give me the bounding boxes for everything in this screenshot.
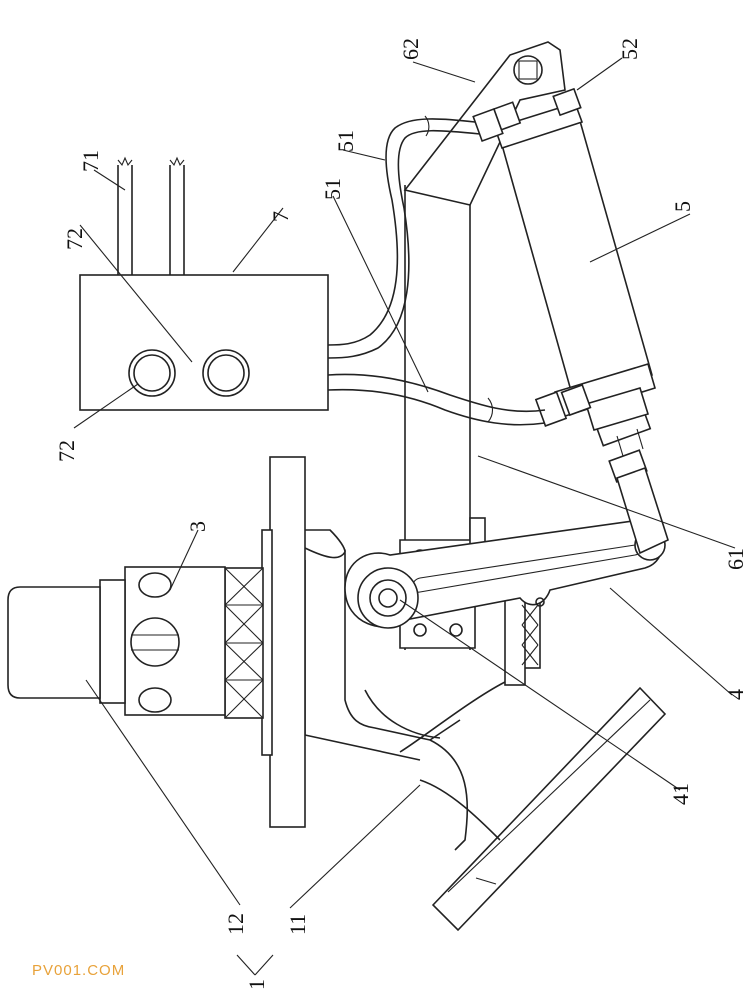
label-72-upper: 72 [62, 228, 87, 250]
label-62: 62 [398, 38, 423, 60]
label-52: 52 [617, 38, 642, 60]
air-hoses [327, 115, 546, 426]
label-41: 41 [668, 783, 693, 805]
label-3: 3 [185, 521, 210, 532]
label-1: 1 [244, 979, 269, 990]
air-cylinder [472, 87, 656, 431]
valve-body [261, 456, 506, 851]
valve-cap [7, 586, 101, 699]
leader-lines [73, 57, 736, 976]
label-51-lower: 51 [320, 178, 345, 200]
label-5: 5 [670, 201, 695, 212]
part-labels: 1 3 4 5 7 11 12 41 51 51 52 61 62 71 72 … [54, 38, 747, 990]
label-71: 71 [78, 150, 103, 172]
label-11: 11 [285, 914, 310, 935]
label-61: 61 [723, 548, 747, 570]
valve-actuator-head [99, 566, 264, 719]
watermark: PV001.COM [32, 962, 126, 979]
outlet-flange [431, 686, 667, 932]
label-7: 7 [268, 211, 293, 222]
label-72-lower: 72 [54, 440, 79, 462]
label-51-upper: 51 [333, 130, 358, 152]
label-12: 12 [223, 913, 248, 935]
label-4: 4 [723, 689, 747, 700]
lever-arm [344, 519, 666, 629]
control-box [79, 156, 329, 411]
